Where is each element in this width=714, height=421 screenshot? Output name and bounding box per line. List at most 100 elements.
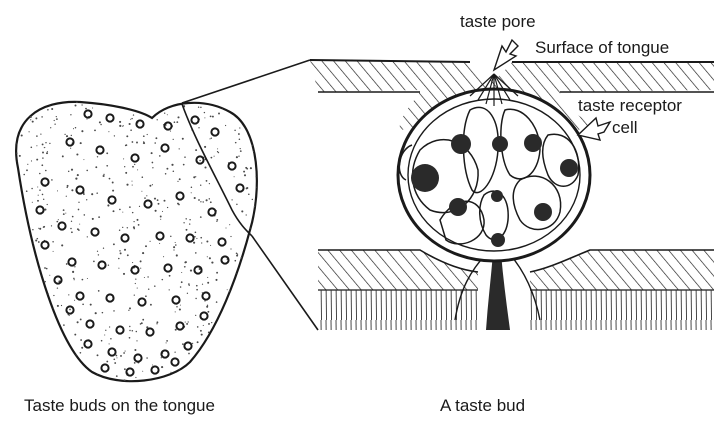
tongue-stipple-dot [48,350,50,352]
tongue-stipple-dot [209,364,211,366]
tongue-stipple-dot [11,246,12,247]
tongue-stipple-dot [151,105,152,106]
tongue-stipple-dot [33,312,34,313]
tongue-stipple-dot [173,139,174,140]
tongue-stipple-dot [134,362,136,364]
tongue-stipple-dot [58,219,59,220]
tongue-stipple-dot [204,146,206,148]
tongue-stipple-dot [155,137,157,139]
tongue-stipple-dot [20,118,22,120]
tongue-stipple-dot [249,352,251,354]
tongue-stipple-dot [78,202,79,203]
tongue-stipple-dot [80,352,82,354]
tongue-stipple-dot [199,160,200,161]
tongue-stipple-dot [204,300,205,301]
tongue-stipple-dot [98,216,100,218]
tongue-stipple-dot [123,352,125,354]
tongue-stipple-dot [154,285,156,287]
tongue-stipple-dot [126,184,128,186]
tongue-stipple-dot [234,130,235,131]
tongue-stipple-dot [10,279,11,280]
tongue-stipple-dot [211,322,212,323]
tongue-stipple-dot [82,303,84,305]
tongue-stipple-dot [203,381,204,382]
tongue-stipple-dot [186,323,188,325]
tongue-stipple-dot [248,338,249,339]
tongue-stipple-dot [171,164,173,166]
tongue-stipple-dot [31,160,32,161]
tongue-stipple-dot [210,201,212,203]
tongue-stipple-dot [236,255,238,257]
tongue-stipple-dot [79,224,80,225]
tongue-stipple-dot [179,308,181,310]
tongue-stipple-dot [244,334,246,336]
tongue-stipple-dot [166,168,168,170]
tongue-stipple-dot [36,145,37,146]
tongue-stipple-dot [32,202,33,203]
tongue-stipple-dot [129,307,131,309]
tongue-stipple-dot [81,347,83,349]
tongue-stipple-dot [54,124,55,125]
tongue-stipple-dot [51,108,53,110]
tongue-stipple-dot [219,343,221,345]
tongue-stipple-dot [92,107,93,108]
tongue-stipple-dot [207,305,208,306]
tongue-stipple-dot [39,360,41,362]
tongue-stipple-dot [45,170,47,172]
tongue-stipple-dot [63,209,65,211]
tongue-stipple-dot [35,117,37,119]
tongue-stipple-dot [123,158,124,159]
tongue-stipple-dot [246,187,248,189]
tongue-stipple-dot [66,135,68,137]
tongue-stipple-dot [256,229,257,230]
tongue-stipple-dot [130,102,131,103]
tongue-stipple-dot [195,149,197,151]
tongue-stipple-dot [131,118,132,119]
tongue-stipple-dot [48,304,50,306]
tongue-stipple-dot [216,221,217,222]
tongue-stipple-dot [39,282,41,284]
tongue-stipple-dot [41,164,43,166]
tongue-stipple-dot [44,267,46,269]
tongue-stipple-dot [177,116,179,118]
tongue-stipple-dot [256,238,258,240]
tongue-stipple-dot [13,327,15,329]
tongue-stipple-dot [109,343,110,344]
tongue-stipple-dot [124,166,125,167]
tongue-stipple-dot [11,273,13,275]
tongue-stipple-dot [122,212,123,213]
tongue-stipple-dot [37,200,39,202]
tongue-stipple-dot [119,209,121,211]
tongue-stipple-dot [219,376,220,377]
tongue-stipple-dot [225,227,226,228]
tongue-stipple-dot [142,371,143,372]
tongue-stipple-dot [27,164,28,165]
tongue-stipple-dot [71,231,73,233]
tongue-stipple-dot [181,272,182,273]
tongue-stipple-dot [47,109,49,111]
tongue-stipple-dot [173,249,174,250]
tongue-stipple-dot [15,381,17,383]
tongue-stipple-dot [255,246,257,248]
tongue-stipple-dot [39,189,41,191]
tongue-stipple-dot [130,129,132,131]
tongue-stipple-dot [50,127,51,128]
tongue-stipple-dot [155,210,157,212]
tongue-stipple-dot [144,197,146,199]
tongue-stipple-dot [210,116,212,118]
tongue-stipple-dot [32,250,33,251]
tongue-stipple-dot [11,203,13,205]
tongue-stipple-dot [204,112,205,113]
tongue-stipple-dot [191,186,193,188]
tongue-stipple-dot [77,174,79,176]
tongue-stipple-dot [195,176,196,177]
taste-receptor-label: taste receptor [578,96,682,116]
tongue-stipple-dot [180,305,181,306]
tongue-stipple-dot [9,241,11,243]
tongue-stipple-dot [73,278,75,280]
tongue-stipple-dot [109,178,111,180]
tongue-stipple-dot [74,334,76,336]
tongue-illustration [9,99,261,390]
tongue-stipple-dot [30,119,31,120]
tongue-stipple-dot [196,238,197,239]
